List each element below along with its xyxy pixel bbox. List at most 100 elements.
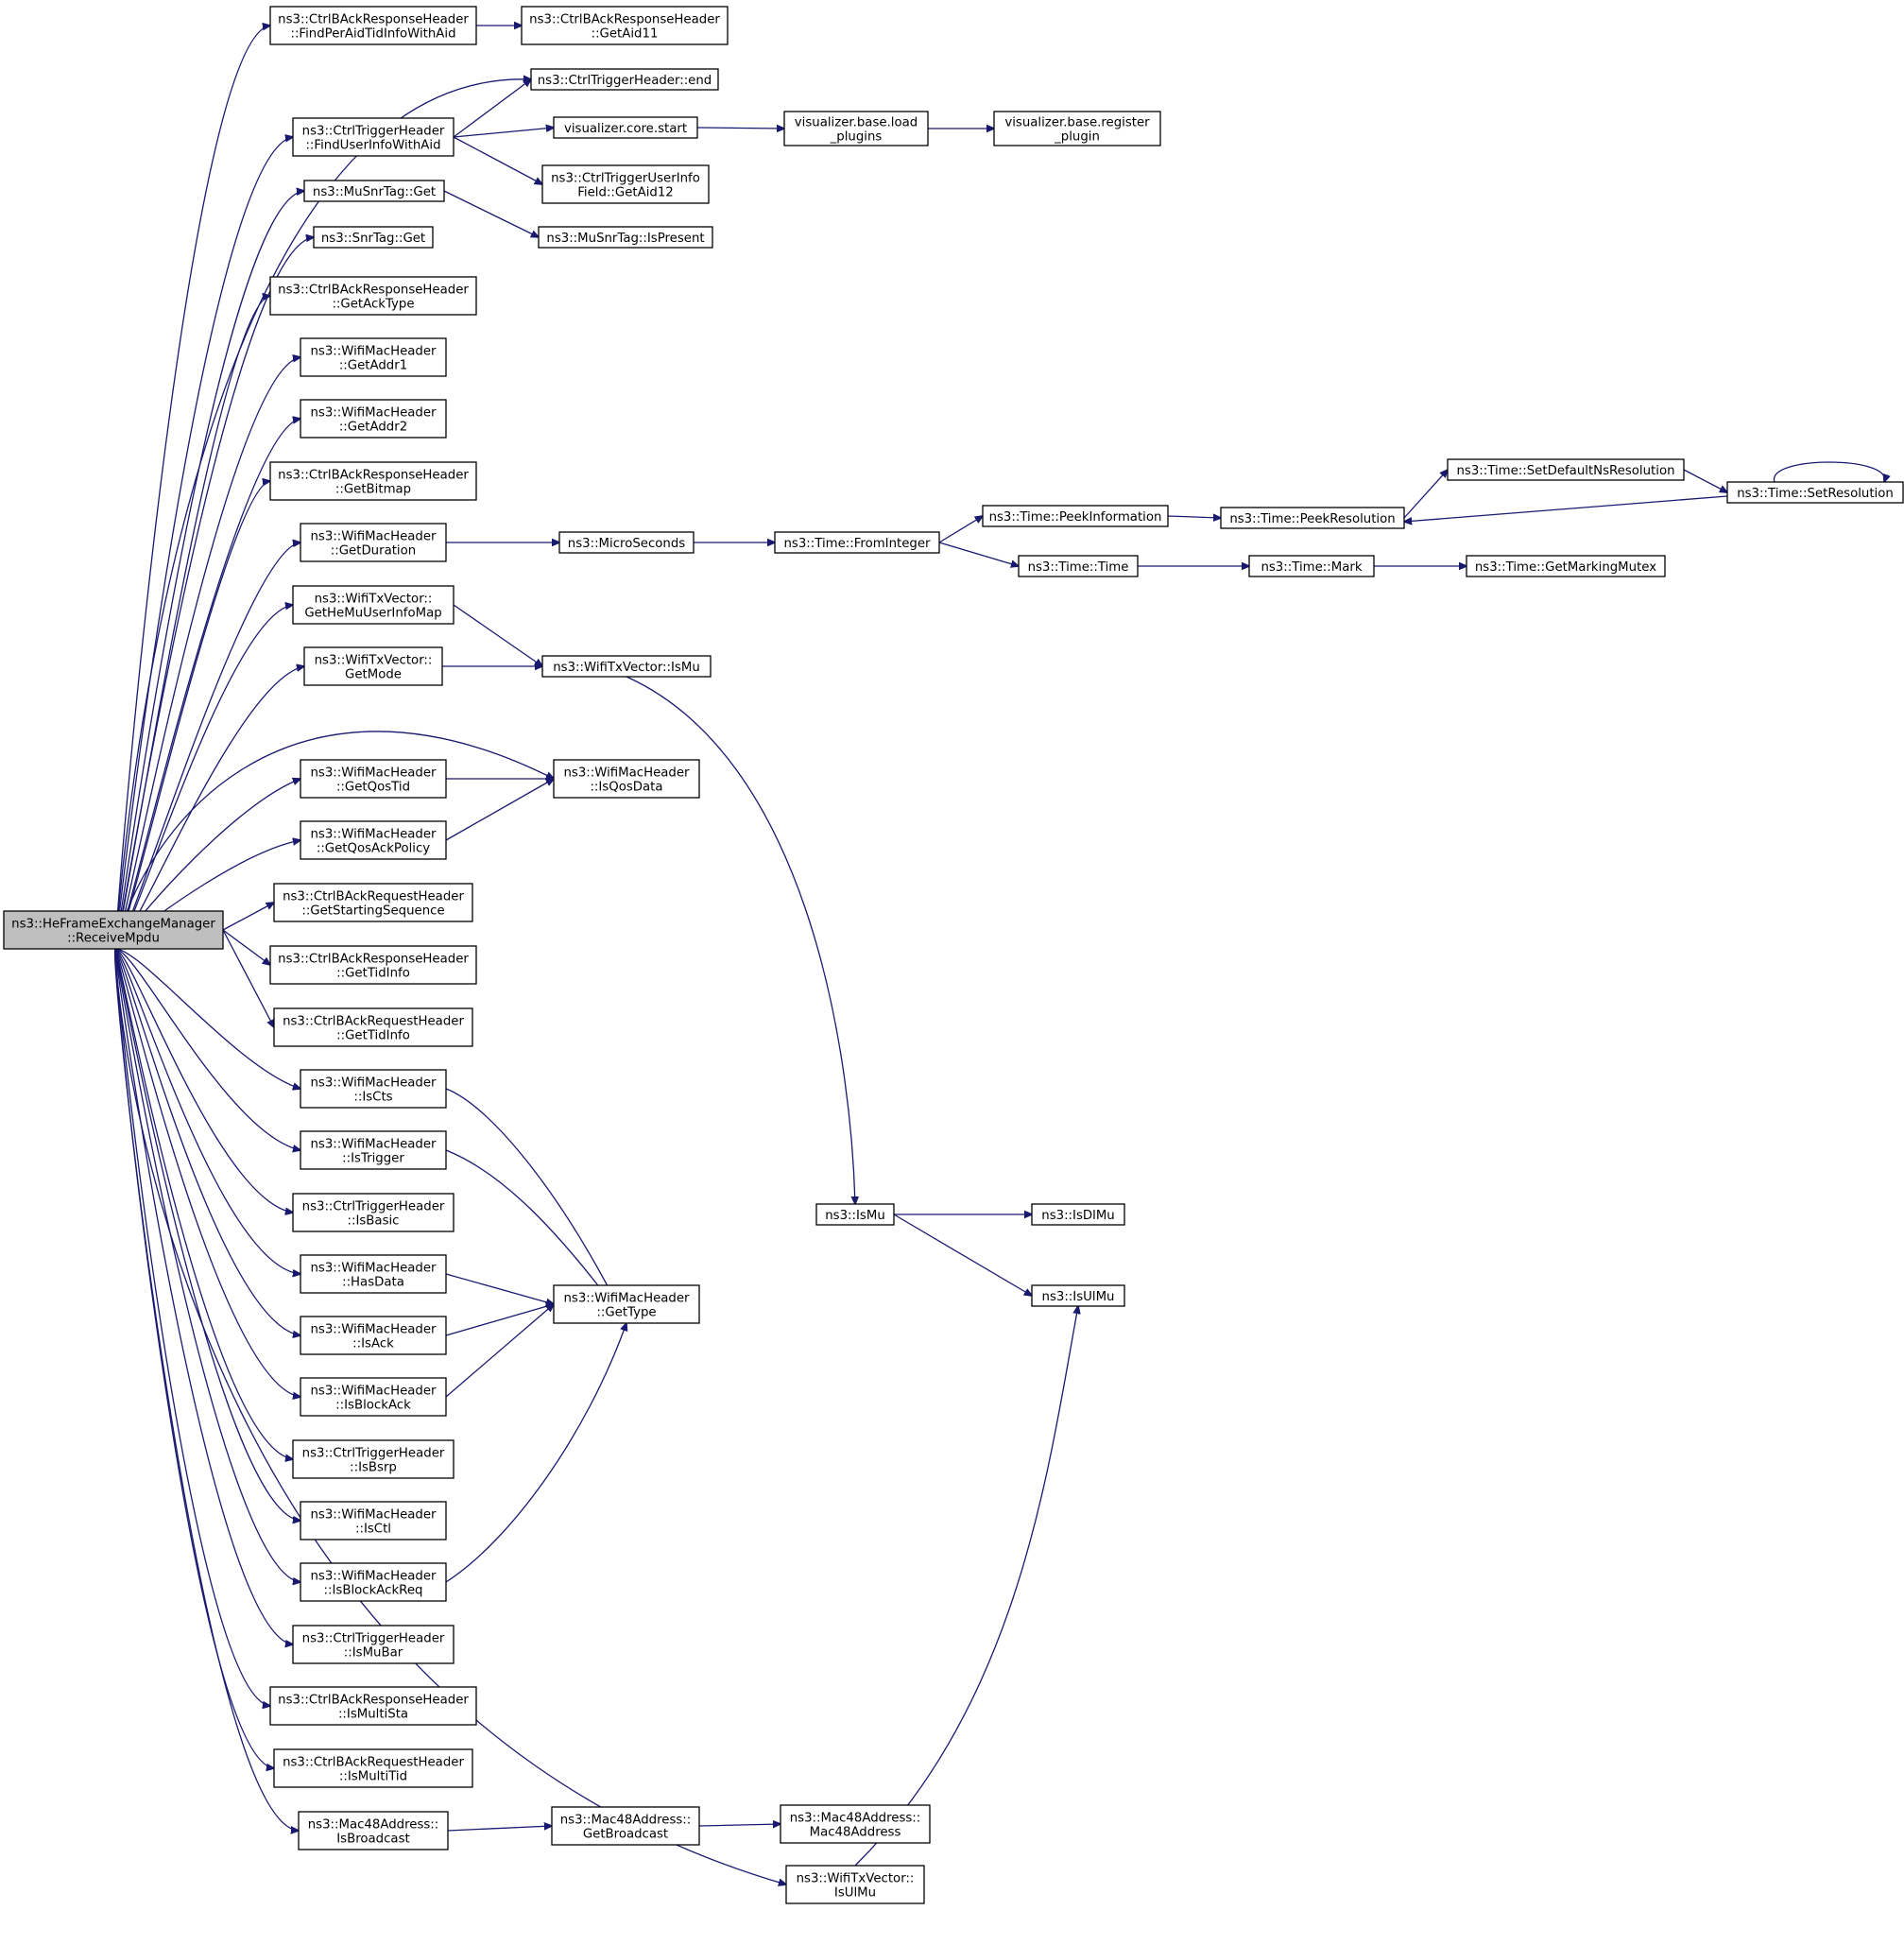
node-isCtl[interactable]: ns3::WifiMacHeader::IsCtl — [300, 1501, 447, 1541]
node-getQosAck[interactable]: ns3::WifiMacHeader::GetQosAckPolicy — [300, 820, 447, 860]
node-box — [551, 1806, 700, 1846]
node-label: ns3::MuSnrTag::Get — [313, 185, 436, 199]
node-reqTidInfo[interactable]: ns3::CtrlBAckRequestHeader::GetTidInfo — [273, 1007, 473, 1047]
node-label: ns3::WifiTxVector:: — [315, 654, 433, 668]
node-getStartSeq[interactable]: ns3::CtrlBAckRequestHeader::GetStartingS… — [273, 883, 473, 922]
node-isMultiTid[interactable]: ns3::CtrlBAckRequestHeader::IsMultiTid — [273, 1748, 473, 1788]
node-getHeMu[interactable]: ns3::WifiTxVector::GetHeMuUserInfoMap — [292, 585, 455, 625]
node-hasData[interactable]: ns3::WifiMacHeader::HasData — [300, 1254, 447, 1294]
node-label: ns3::WifiTxVector:: — [315, 593, 433, 607]
node-box — [780, 1804, 931, 1844]
node-microSec[interactable]: ns3::MicroSeconds — [558, 531, 695, 554]
node-label: ns3::WifiMacHeader — [310, 828, 437, 842]
node-box — [292, 1625, 455, 1664]
edge-root-to-trigEnd — [114, 79, 531, 950]
node-box — [300, 523, 447, 562]
node-txIsMu[interactable]: ns3::WifiTxVector::IsMu — [541, 655, 712, 678]
node-label: ns3::CtrlBAckRequestHeader — [283, 890, 464, 904]
node-peekInfo[interactable]: ns3::Time::PeekInformation — [982, 505, 1169, 527]
node-isCts[interactable]: ns3::WifiMacHeader::IsCts — [300, 1069, 447, 1109]
node-isBsrp[interactable]: ns3::CtrlTriggerHeader::IsBsrp — [292, 1439, 455, 1479]
node-box — [303, 180, 445, 202]
edge-isAck-to-getType — [445, 1304, 554, 1336]
edge-root-to-findUser — [114, 137, 293, 950]
node-respTidInfo[interactable]: ns3::CtrlBAckResponseHeader::GetTidInfo — [269, 945, 477, 985]
node-isUlMuTx[interactable]: ns3::WifiTxVector::IsUlMu — [785, 1865, 925, 1904]
node-isAck[interactable]: ns3::WifiMacHeader::IsAck — [300, 1316, 447, 1355]
node-getMode[interactable]: ns3::WifiTxVector::GetMode — [303, 646, 443, 686]
node-getAckType[interactable]: ns3::CtrlBAckResponseHeader::GetAckType — [269, 276, 477, 316]
node-label: ::FindUserInfoWithAid — [305, 139, 440, 153]
node-getDuration[interactable]: ns3::WifiMacHeader::GetDuration — [300, 523, 447, 562]
node-getBroadcast[interactable]: ns3::Mac48Address::GetBroadcast — [551, 1806, 700, 1846]
node-label: ns3::MuSnrTag::IsPresent — [546, 232, 704, 246]
node-isBlockAck[interactable]: ns3::WifiMacHeader::IsBlockAck — [300, 1377, 447, 1417]
node-label: ::HasData — [342, 1276, 404, 1290]
node-fromInt[interactable]: ns3::Time::FromInteger — [774, 531, 940, 554]
node-muSnrGet[interactable]: ns3::MuSnrTag::Get — [303, 180, 445, 202]
node-label: ns3::CtrlBAckResponseHeader — [278, 13, 469, 27]
node-label: ns3::Mac48Address:: — [308, 1818, 439, 1833]
node-findPerAid[interactable]: ns3::CtrlBAckResponseHeader::FindPerAidT… — [269, 6, 477, 45]
node-vizLoad[interactable]: visualizer.base.load_plugins — [783, 111, 929, 146]
node-setDefNs[interactable]: ns3::Time::SetDefaultNsResolution — [1447, 458, 1685, 481]
node-label: ::GetStartingSequence — [301, 904, 444, 919]
node-box — [538, 226, 713, 249]
node-isBasic[interactable]: ns3::CtrlTriggerHeader::IsBasic — [292, 1193, 455, 1232]
node-box — [815, 1203, 895, 1226]
node-getMarkMutex[interactable]: ns3::Time::GetMarkingMutex — [1466, 555, 1666, 577]
node-isBlockAckReq[interactable]: ns3::WifiMacHeader::IsBlockAckReq — [300, 1562, 447, 1602]
node-muSnrPresent[interactable]: ns3::MuSnrTag::IsPresent — [538, 226, 713, 249]
node-root: ns3::HeFrameExchangeManager::ReceiveMpdu — [3, 910, 224, 950]
node-getAid11[interactable]: ns3::CtrlBAckResponseHeader::GetAid11 — [521, 6, 729, 45]
node-isMuBar[interactable]: ns3::CtrlTriggerHeader::IsMuBar — [292, 1625, 455, 1664]
node-label: ::IsMuBar — [344, 1646, 403, 1661]
node-trigEnd[interactable]: ns3::CtrlTriggerHeader::end — [530, 68, 719, 91]
node-mac48[interactable]: ns3::Mac48Address::Mac48Address — [780, 1804, 931, 1844]
node-vizReg[interactable]: visualizer.base.register_plugin — [993, 111, 1161, 146]
node-timeMark[interactable]: ns3::Time::Mark — [1248, 555, 1375, 577]
node-getBitmap[interactable]: ns3::CtrlBAckResponseHeader::GetBitmap — [269, 461, 477, 501]
node-box — [273, 883, 473, 922]
node-isQosData[interactable]: ns3::WifiMacHeader::IsQosData — [553, 759, 700, 799]
node-isUlMu[interactable]: ns3::IsUlMu — [1031, 1284, 1125, 1307]
node-setRes[interactable]: ns3::Time::SetResolution — [1726, 481, 1904, 504]
node-box — [774, 531, 940, 554]
node-label: ::IsTrigger — [342, 1152, 404, 1166]
node-getAddr1[interactable]: ns3::WifiMacHeader::GetAddr1 — [300, 337, 447, 377]
node-isTrigger[interactable]: ns3::WifiMacHeader::IsTrigger — [300, 1130, 447, 1170]
node-label: ::GetAckType — [332, 298, 414, 312]
node-findUser[interactable]: ns3::CtrlTriggerHeader::FindUserInfoWith… — [292, 117, 455, 157]
node-label: ns3::Mac48Address:: — [560, 1814, 692, 1828]
node-isDlMu[interactable]: ns3::IsDlMu — [1031, 1203, 1125, 1226]
node-getQosTid[interactable]: ns3::WifiMacHeader::GetQosTid — [300, 759, 447, 799]
node-timeTime[interactable]: ns3::Time::Time — [1018, 555, 1139, 577]
node-box — [269, 1686, 477, 1726]
node-box — [553, 116, 698, 139]
node-peekRes[interactable]: ns3::Time::PeekResolution — [1220, 507, 1405, 529]
node-getType[interactable]: ns3::WifiMacHeader::GetType — [553, 1284, 700, 1324]
edge-getHeMu-to-txIsMu — [453, 604, 542, 666]
node-label: ns3::CtrlTriggerHeader::end — [538, 74, 712, 88]
node-box — [300, 1562, 447, 1602]
node-box — [269, 945, 477, 985]
node-vizStart[interactable]: visualizer.core.start — [553, 116, 698, 139]
edge-getQosAck-to-isQosData — [445, 779, 554, 841]
node-layer: ns3::HeFrameExchangeManager::ReceiveMpdu… — [3, 6, 1904, 1904]
node-isMultiSta[interactable]: ns3::CtrlBAckResponseHeader::IsMultiSta — [269, 1686, 477, 1726]
node-nsIsMu[interactable]: ns3::IsMu — [815, 1203, 895, 1226]
node-box — [300, 399, 447, 439]
edge-findUser-to-vizStart — [453, 128, 554, 138]
node-box — [273, 1007, 473, 1047]
edge-root-to-reqTidInfo — [222, 929, 274, 1027]
edge-peekRes-to-setDefNs — [1403, 470, 1448, 519]
node-isBroadcast[interactable]: ns3::Mac48Address::IsBroadcast — [298, 1811, 449, 1850]
node-snrGet[interactable]: ns3::SnrTag::Get — [313, 226, 434, 249]
edge-root-to-respTidInfo — [222, 929, 270, 965]
node-label: ns3::CtrlBAckResponseHeader — [529, 13, 720, 27]
node-label: GetMode — [345, 668, 402, 682]
node-getAddr2[interactable]: ns3::WifiMacHeader::GetAddr2 — [300, 399, 447, 439]
node-box — [1018, 555, 1139, 577]
node-label: ::GetBitmap — [335, 483, 411, 497]
